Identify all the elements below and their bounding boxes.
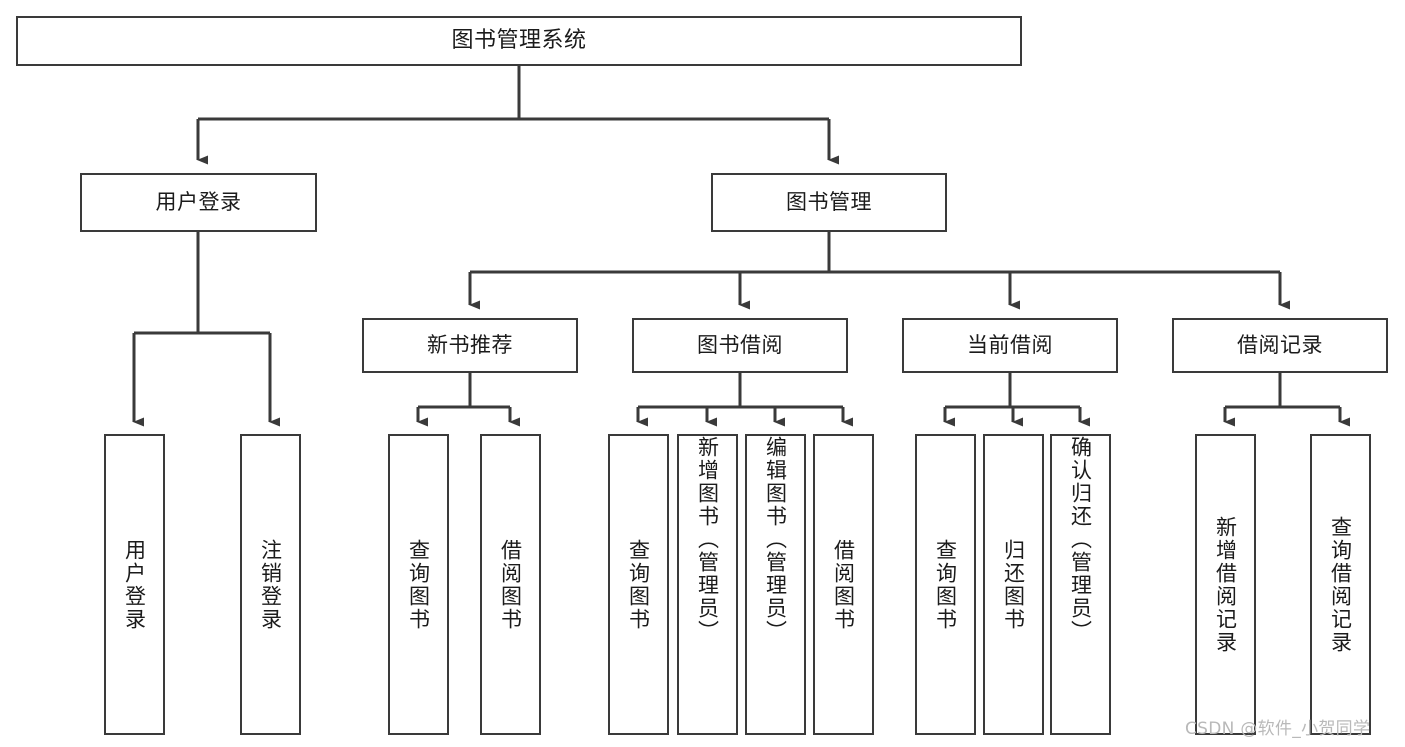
leaf-query-book-recommend[interactable]: 查询图书 <box>388 434 449 735</box>
leaf-query-borrow-record[interactable]: 查询借阅记录 <box>1310 434 1371 735</box>
node-label: 图书管理 <box>786 190 872 215</box>
node-borrow-record[interactable]: 借阅记录 <box>1172 318 1388 373</box>
node-label: 新增借阅记录 <box>1213 515 1238 654</box>
node-user-login[interactable]: 用户登录 <box>80 173 317 232</box>
node-label: 借阅图书 <box>831 538 856 631</box>
leaf-add-book-admin[interactable]: 新增图书（管理员） <box>677 434 738 735</box>
node-label: 图书管理系统 <box>451 28 587 54</box>
leaf-return-book[interactable]: 归还图书 <box>983 434 1044 735</box>
node-label: 查询图书 <box>933 538 958 631</box>
leaf-logout-login[interactable]: 注销登录 <box>240 434 301 735</box>
node-label: 新增图书（管理员） <box>695 436 720 643</box>
node-label: 注销登录 <box>258 538 283 631</box>
node-label: 借阅记录 <box>1237 333 1323 358</box>
node-current-borrow[interactable]: 当前借阅 <box>902 318 1118 373</box>
leaf-query-book-current[interactable]: 查询图书 <box>915 434 976 735</box>
leaf-borrow-book-recommend[interactable]: 借阅图书 <box>480 434 541 735</box>
leaf-confirm-return-admin[interactable]: 确认归还（管理员） <box>1050 434 1111 735</box>
node-label: 借阅图书 <box>498 538 523 631</box>
watermark-text: CSDN @软件_小贺同学 <box>1185 719 1371 739</box>
node-new-book-recommend[interactable]: 新书推荐 <box>362 318 578 373</box>
node-label: 查询图书 <box>406 538 431 631</box>
node-book-management[interactable]: 图书管理 <box>711 173 947 232</box>
node-label: 归还图书 <box>1001 538 1026 631</box>
leaf-edit-book-admin[interactable]: 编辑图书（管理员） <box>745 434 806 735</box>
node-label: 用户登录 <box>155 190 242 215</box>
leaf-add-borrow-record[interactable]: 新增借阅记录 <box>1195 434 1256 735</box>
node-label: 新书推荐 <box>427 333 513 358</box>
node-label: 图书借阅 <box>697 333 783 358</box>
node-label: 查询图书 <box>626 538 651 631</box>
node-root-system[interactable]: 图书管理系统 <box>16 16 1022 66</box>
node-label: 确认归还（管理员） <box>1068 436 1093 643</box>
node-label: 查询借阅记录 <box>1328 515 1353 654</box>
leaf-borrow-book[interactable]: 借阅图书 <box>813 434 874 735</box>
node-label: 用户登录 <box>122 538 147 631</box>
node-book-borrow[interactable]: 图书借阅 <box>632 318 848 373</box>
node-label: 编辑图书（管理员） <box>763 436 788 643</box>
node-label: 当前借阅 <box>967 333 1053 358</box>
leaf-query-book-borrow[interactable]: 查询图书 <box>608 434 669 735</box>
leaf-user-login[interactable]: 用户登录 <box>104 434 165 735</box>
